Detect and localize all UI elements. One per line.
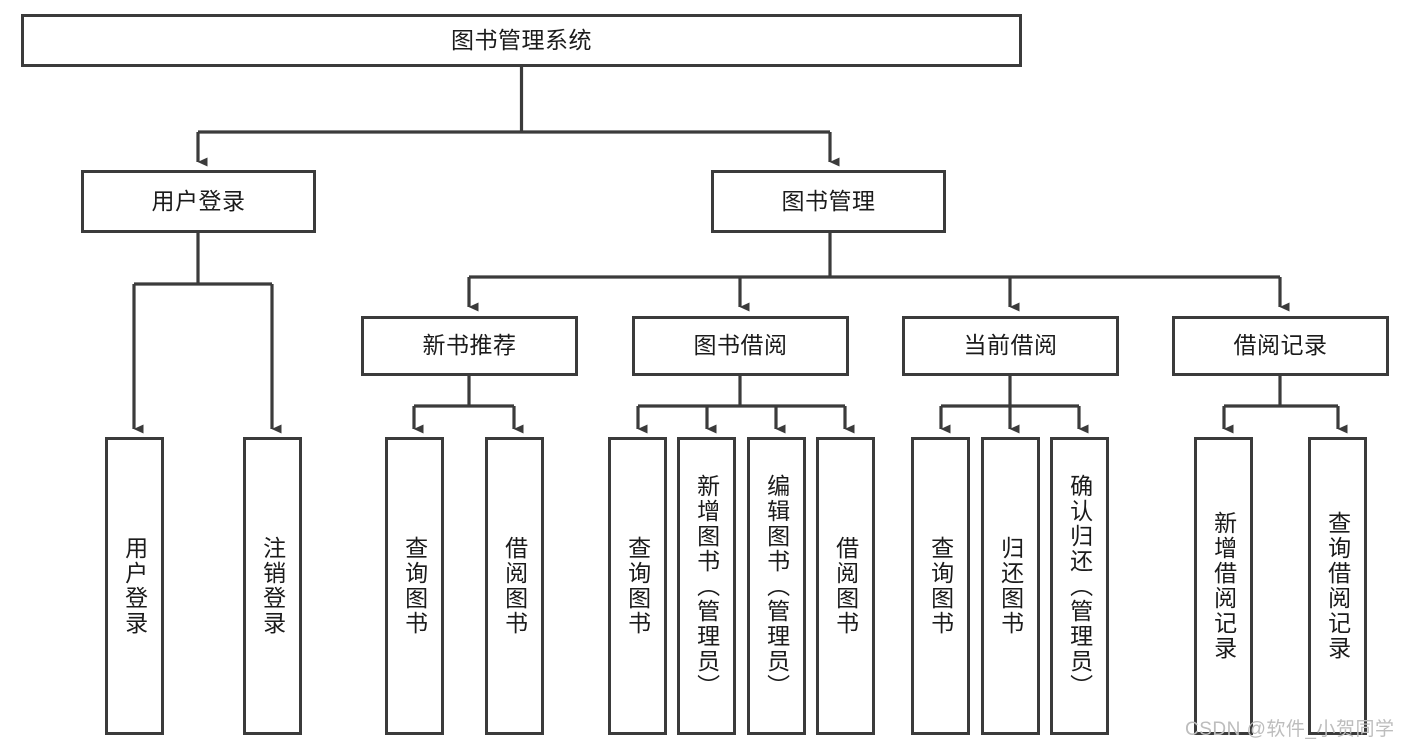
- leaf-query-book-current[interactable]: 查询图书: [911, 437, 970, 735]
- leaf-return-book[interactable]: 归还图书: [981, 437, 1040, 735]
- leaf-borrow-book-label: 借阅图书: [832, 536, 859, 636]
- node-book-borrow-label: 图书借阅: [693, 332, 788, 359]
- leaf-query-book-recommendation-label: 查询图书: [401, 536, 428, 636]
- leaf-query-book-current-label: 查询图书: [927, 536, 954, 636]
- node-borrow-record[interactable]: 借阅记录: [1172, 316, 1389, 376]
- node-book-management[interactable]: 图书管理: [711, 170, 946, 233]
- leaf-logout[interactable]: 注销登录: [243, 437, 302, 735]
- node-current-borrow[interactable]: 当前借阅: [902, 316, 1119, 376]
- leaf-add-borrow-record[interactable]: 新增借阅记录: [1194, 437, 1253, 735]
- leaf-confirm-return-admin-label: 确认归还（管理员）: [1066, 473, 1093, 699]
- node-new-book-recommendation[interactable]: 新书推荐: [361, 316, 578, 376]
- csdn-watermark: CSDN @软件_小贺同学: [1185, 719, 1395, 740]
- leaf-borrow-book-recommendation[interactable]: 借阅图书: [485, 437, 544, 735]
- leaf-query-book-borrow[interactable]: 查询图书: [608, 437, 667, 735]
- leaf-add-book-admin[interactable]: 新增图书（管理员）: [677, 437, 736, 735]
- leaf-add-borrow-record-label: 新增借阅记录: [1210, 511, 1237, 661]
- node-user-login[interactable]: 用户登录: [81, 170, 316, 233]
- node-book-borrow[interactable]: 图书借阅: [632, 316, 849, 376]
- leaf-logout-label: 注销登录: [259, 536, 286, 636]
- leaf-edit-book-admin[interactable]: 编辑图书（管理员）: [747, 437, 806, 735]
- leaf-borrow-book-recommendation-label: 借阅图书: [501, 536, 528, 636]
- leaf-query-book-borrow-label: 查询图书: [624, 536, 651, 636]
- node-new-book-recommendation-label: 新书推荐: [422, 332, 517, 359]
- leaf-edit-book-admin-label: 编辑图书（管理员）: [763, 473, 790, 699]
- node-user-login-label: 用户登录: [151, 187, 246, 214]
- leaf-query-borrow-record-label: 查询借阅记录: [1324, 511, 1351, 661]
- leaf-query-book-recommendation[interactable]: 查询图书: [385, 437, 444, 735]
- leaf-query-borrow-record[interactable]: 查询借阅记录: [1308, 437, 1367, 735]
- leaf-return-book-label: 归还图书: [997, 536, 1024, 636]
- node-borrow-record-label: 借阅记录: [1233, 332, 1328, 359]
- node-current-borrow-label: 当前借阅: [963, 332, 1058, 359]
- node-root[interactable]: 图书管理系统: [21, 14, 1022, 67]
- leaf-confirm-return-admin[interactable]: 确认归还（管理员）: [1050, 437, 1109, 735]
- leaf-add-book-admin-label: 新增图书（管理员）: [693, 473, 720, 699]
- leaf-borrow-book[interactable]: 借阅图书: [816, 437, 875, 735]
- node-root-label: 图书管理系统: [451, 26, 592, 53]
- leaf-user-login-label: 用户登录: [121, 536, 148, 636]
- node-book-management-label: 图书管理: [781, 187, 876, 214]
- leaf-user-login[interactable]: 用户登录: [105, 437, 164, 735]
